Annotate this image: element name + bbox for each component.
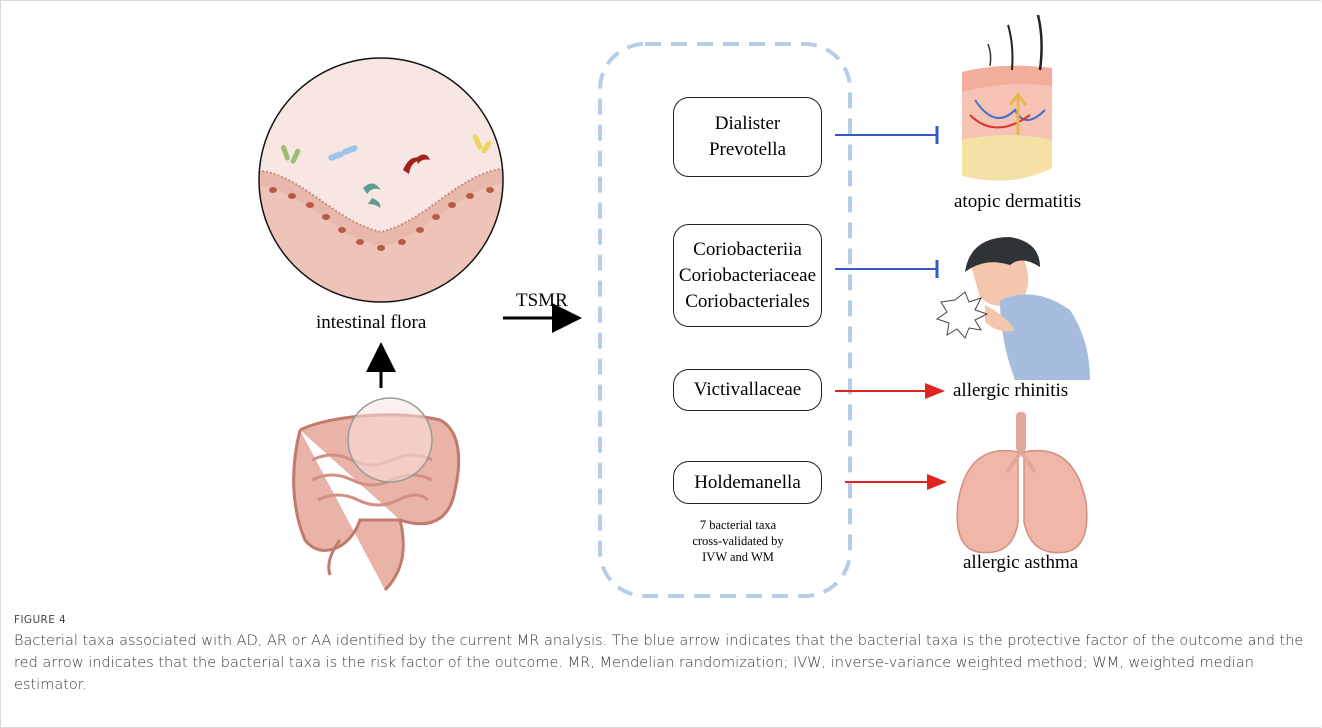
taxon-prevotella: Prevotella	[709, 137, 786, 163]
figure-number: FIGURE 4	[14, 614, 1304, 626]
sneezing-person-illustration	[937, 237, 1090, 380]
tsmr-label: TSMR	[516, 290, 568, 312]
taxon-coriobacteriales: Coriobacteriales	[685, 289, 810, 315]
validation-note-line-2: cross-validated by	[678, 533, 798, 549]
outcome-atopic-dermatitis: atopic dermatitis	[954, 191, 1081, 213]
taxon-holdemanella: Holdemanella	[694, 470, 801, 496]
taxon-coriobacteriaceae: Coriobacteriaceae	[679, 263, 816, 289]
outcome-allergic-asthma: allergic asthma	[963, 552, 1078, 574]
intestinal-flora-illustration	[250, 58, 510, 320]
taxon-dialister: Dialister	[715, 111, 780, 137]
validation-note-line-1: 7 bacterial taxa	[678, 517, 798, 533]
intestine-illustration	[294, 398, 459, 590]
skin-illustration	[962, 15, 1052, 181]
outcome-allergic-rhinitis: allergic rhinitis	[953, 380, 1068, 402]
taxa-box-dialister-prevotella: Dialister Prevotella	[673, 97, 822, 177]
lungs-illustration	[957, 412, 1087, 553]
figure-diagram: intestinal flora TSMR Dialister Prevotel…	[0, 0, 1322, 610]
caption-text: Bacterial taxa associated with AD, AR or…	[14, 630, 1304, 696]
intestinal-flora-label: intestinal flora	[316, 312, 426, 334]
taxon-coriobacteriia: Coriobacteriia	[693, 237, 802, 263]
taxa-box-coriobacteria: Coriobacteriia Coriobacteriaceae Corioba…	[673, 224, 822, 327]
validation-note: 7 bacterial taxa cross-validated by IVW …	[678, 517, 798, 565]
taxa-box-victivallaceae: Victivallaceae	[673, 369, 822, 411]
validation-note-line-3: IVW and WM	[678, 549, 798, 565]
figure-caption: FIGURE 4 Bacterial taxa associated with …	[14, 614, 1304, 696]
taxa-box-holdemanella: Holdemanella	[673, 461, 822, 504]
diagram-canvas	[0, 0, 1322, 610]
taxon-victivallaceae: Victivallaceae	[694, 377, 802, 403]
